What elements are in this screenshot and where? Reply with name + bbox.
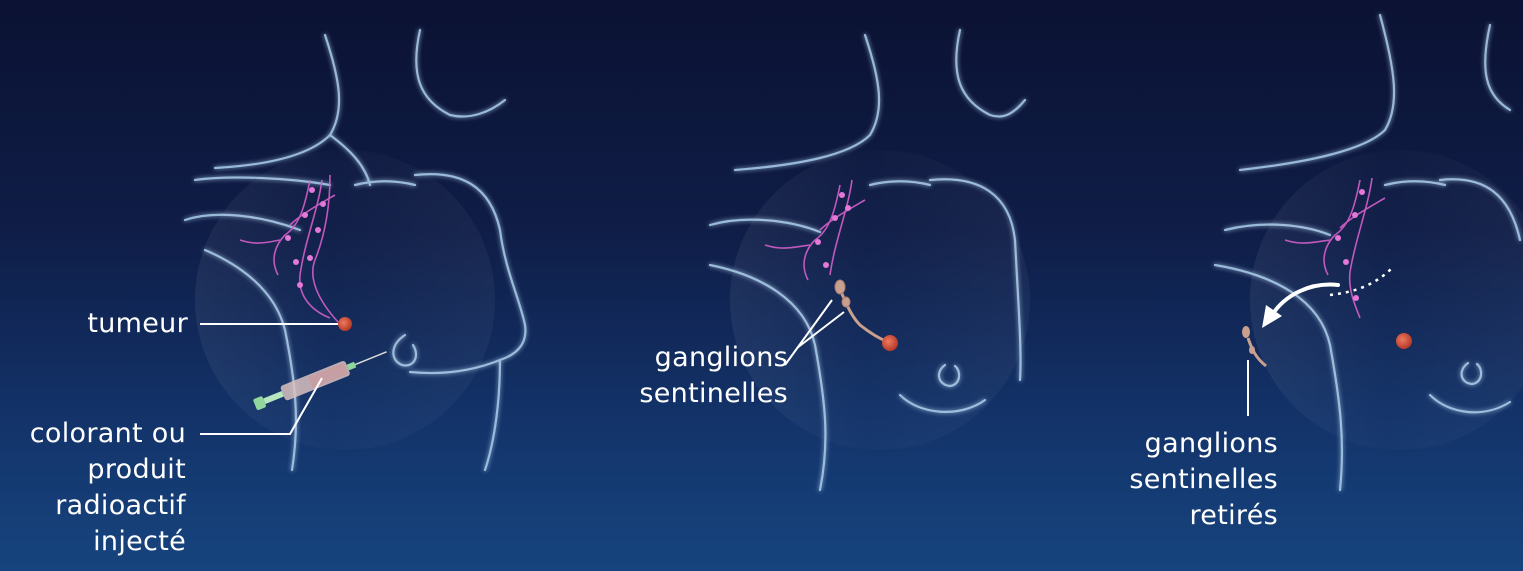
label-tumeur: tumeur — [40, 306, 188, 342]
label-removed-line-1: ganglions — [1098, 426, 1278, 462]
torso-1-shade — [195, 150, 495, 450]
torso-3-shade — [1250, 150, 1523, 450]
tumor-3 — [1396, 333, 1412, 349]
label-removed: ganglions sentinelles retirés — [1098, 426, 1278, 534]
label-sentinel-line-2: sentinelles — [610, 376, 788, 412]
label-injection: colorant ou produit radioactif injecté — [0, 416, 186, 560]
label-injection-line-3: radioactif — [0, 488, 186, 524]
label-removed-line-2: sentinelles — [1098, 462, 1278, 498]
label-injection-line-4: injecté — [0, 524, 186, 560]
label-sentinel-line-1: ganglions — [610, 340, 788, 376]
tumor-2 — [882, 335, 898, 351]
tumor-1 — [338, 317, 352, 331]
label-removed-line-3: retirés — [1098, 498, 1278, 534]
label-injection-line-1: colorant ou — [0, 416, 186, 452]
label-injection-line-2: produit — [0, 452, 186, 488]
label-sentinel: ganglions sentinelles — [610, 340, 788, 412]
